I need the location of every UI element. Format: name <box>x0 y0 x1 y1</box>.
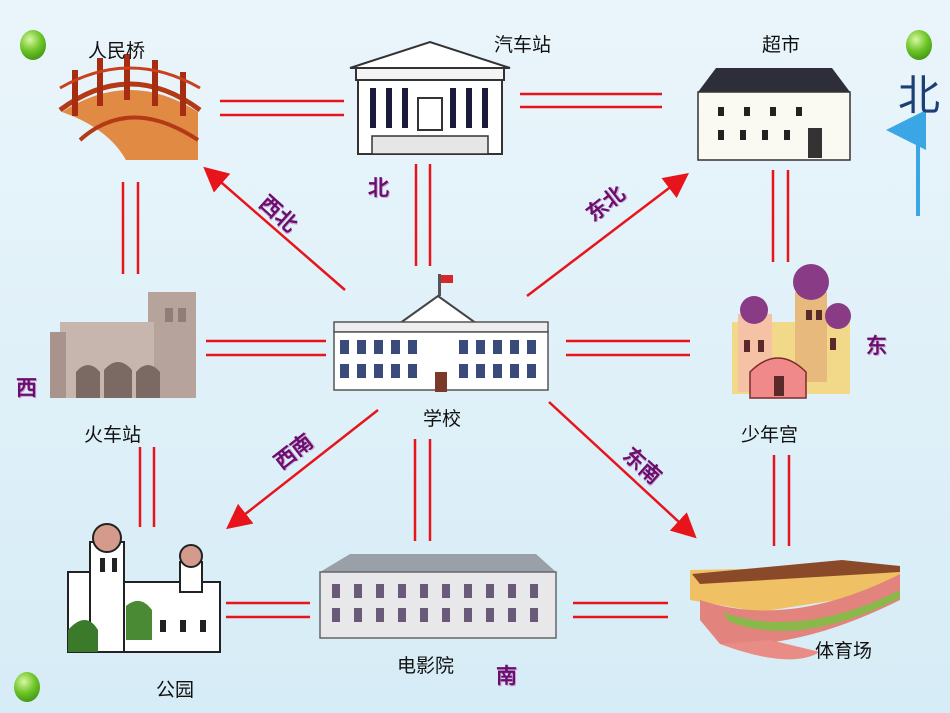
arrow-northeast <box>526 172 689 297</box>
cinema-window <box>376 608 384 622</box>
road-bridge-bus <box>220 99 344 117</box>
school-building <box>333 274 549 392</box>
direction-north: 北 <box>368 176 389 200</box>
label-school: 学校 <box>423 408 462 430</box>
school-window <box>510 364 519 378</box>
youth-palace-building <box>732 264 851 399</box>
cinema-window <box>464 584 472 598</box>
road-school-palace <box>566 339 690 357</box>
label-stadium: 体育场 <box>815 640 873 662</box>
school-window <box>408 364 417 378</box>
school-window <box>476 340 485 354</box>
school-window <box>357 364 366 378</box>
school-window <box>340 364 349 378</box>
label-train-station: 火车站 <box>84 424 142 446</box>
cinema-window <box>332 584 340 598</box>
road-bus-supermarket <box>520 92 662 109</box>
school-window <box>493 340 502 354</box>
cinema-window <box>398 608 406 622</box>
road-school-cinema <box>413 439 432 541</box>
supermarket-building <box>697 68 851 161</box>
label-bus-station: 汽车站 <box>494 34 552 56</box>
school-window <box>459 364 468 378</box>
road-train-school <box>206 339 326 357</box>
cinema-window <box>486 608 494 622</box>
school-window <box>391 340 400 354</box>
school-window <box>510 340 519 354</box>
direction-west: 西 <box>16 376 37 400</box>
cinema-window <box>508 584 516 598</box>
label-park: 公园 <box>156 679 195 701</box>
stadium-building <box>690 560 900 660</box>
school-window <box>374 364 383 378</box>
direction-east: 东 <box>866 334 887 358</box>
school-window <box>493 364 502 378</box>
road-palace-stadium <box>772 455 791 546</box>
direction-south: 南 <box>496 664 517 688</box>
road-cinema-stadium <box>573 601 668 619</box>
school-window <box>374 340 383 354</box>
cinema-building <box>319 554 557 639</box>
road-park-cinema <box>226 601 310 619</box>
arrow-southwest <box>226 409 379 530</box>
school-window <box>527 364 536 378</box>
school-window <box>527 340 536 354</box>
label-people-bridge: 人民桥 <box>88 40 146 62</box>
cinema-window <box>420 584 428 598</box>
cinema-window <box>530 608 538 622</box>
cinema-window <box>442 584 450 598</box>
cinema-window <box>420 608 428 622</box>
label-supermarket: 超市 <box>762 34 801 56</box>
cinema-window <box>354 608 362 622</box>
roads <box>121 92 791 619</box>
school-window <box>459 340 468 354</box>
green-ball-icon <box>14 672 40 702</box>
cinema-window <box>398 584 406 598</box>
train-station-building <box>50 292 196 398</box>
school-window <box>391 364 400 378</box>
cinema-window <box>376 584 384 598</box>
road-bridge-train <box>121 182 140 274</box>
road-train-park <box>138 447 156 527</box>
cinema-window <box>442 608 450 622</box>
cinema-window <box>464 608 472 622</box>
school-window <box>476 364 485 378</box>
arrow-northwest <box>203 166 346 291</box>
road-bus-school <box>414 164 432 266</box>
cinema-window <box>332 608 340 622</box>
park-building <box>67 523 221 653</box>
label-youth-palace: 少年宫 <box>741 424 799 446</box>
bridge-building <box>58 54 202 160</box>
school-window <box>357 340 366 354</box>
green-ball-icon <box>20 30 46 60</box>
arrows <box>203 166 697 539</box>
label-cinema: 电影院 <box>397 655 455 677</box>
cinema-window <box>354 584 362 598</box>
arrow-southeast <box>548 401 697 539</box>
school-window <box>340 340 349 354</box>
road-supermarket-palace <box>771 170 790 262</box>
cinema-window <box>508 608 516 622</box>
compass-north-label: 北 <box>898 71 941 120</box>
bus-station-building <box>349 40 511 155</box>
green-ball-icon <box>906 30 932 60</box>
school-window <box>408 340 417 354</box>
cinema-window <box>530 584 538 598</box>
cinema-window <box>486 584 494 598</box>
